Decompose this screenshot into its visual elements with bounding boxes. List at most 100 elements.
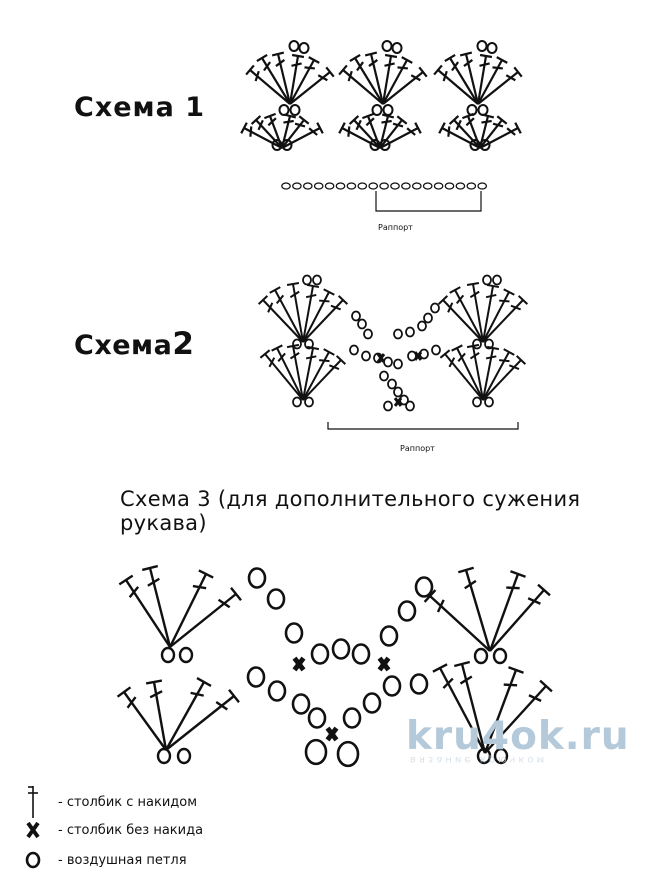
chain-loop-icon [178, 646, 194, 664]
chain-loop-icon [393, 358, 403, 370]
double-crochet-icon [433, 64, 479, 105]
chain-loop-icon [278, 104, 290, 116]
double-crochet-icon [271, 51, 292, 105]
single-crochet-icon [292, 656, 306, 672]
double-crochet-icon [281, 122, 324, 149]
chain-loop-icon [379, 370, 389, 382]
chain-loop-icon [431, 344, 441, 356]
single-crochet-icon [22, 820, 44, 840]
chain-loop-icon [304, 738, 328, 766]
chain-loop-icon [407, 350, 417, 362]
chain-loop-icon [288, 40, 300, 52]
double-crochet-icon [476, 53, 493, 105]
double-crochet-icon [482, 283, 500, 343]
chain-loop-icon [466, 182, 477, 190]
chain-loop-icon [371, 104, 383, 116]
chain-loop-icon [390, 182, 400, 190]
double-crochet-icon [281, 115, 310, 149]
double-crochet-icon [168, 569, 214, 648]
scheme-3-title: Схема 3 (для дополнительного сужения рук… [120, 487, 581, 535]
double-crochet-icon [259, 349, 304, 401]
double-crochet-icon [302, 283, 320, 343]
double-crochet-icon [250, 115, 283, 149]
chain-loop-icon [393, 386, 403, 398]
double-crochet-icon [164, 677, 212, 751]
chain-loop-icon [331, 638, 351, 660]
double-crochet-icon [302, 345, 320, 401]
chain-loop-icon [22, 850, 44, 870]
chain-loop-icon [349, 344, 359, 356]
chain-loop-icon [362, 692, 382, 714]
chain-loop-icon [281, 139, 293, 151]
chain-loop-icon [414, 576, 434, 598]
chain-loop-icon [304, 338, 314, 350]
rapport-bracket [327, 422, 519, 430]
chain-loop-icon [336, 740, 360, 768]
double-crochet-icon [269, 286, 304, 343]
chain-loop-icon [160, 646, 176, 664]
chain-loop-icon [310, 643, 330, 665]
double-crochet-icon [382, 66, 428, 105]
double-crochet-icon [451, 344, 484, 401]
chain-loop-icon [433, 182, 444, 190]
chain-loop-icon [493, 747, 509, 765]
double-crochet-icon [302, 355, 347, 401]
double-crochet-icon [256, 53, 291, 105]
scheme-1-title: Схема 1 [74, 92, 206, 123]
double-crochet-icon [449, 286, 484, 343]
chain-loop-icon [387, 378, 397, 390]
double-crochet-icon [116, 686, 167, 751]
double-crochet-icon [118, 574, 172, 648]
double-crochet-icon [240, 122, 283, 149]
double-crochet-icon [349, 53, 384, 105]
chain-loop-icon [484, 396, 494, 408]
single-crochet-icon [377, 656, 391, 672]
double-crochet-icon [482, 355, 527, 401]
double-crochet-icon [439, 349, 484, 401]
chain-loop-icon [482, 274, 492, 286]
double-crochet-icon [165, 688, 240, 751]
legend-item-chain-loop: - воздушная петля [22, 848, 187, 872]
chain-loop-icon [246, 666, 266, 688]
chain-loop-icon [292, 182, 302, 190]
double-crochet-icon [302, 288, 335, 343]
chain-loop-icon [302, 274, 312, 286]
double-crochet-icon [457, 566, 492, 652]
double-crochet-icon [489, 583, 551, 652]
single-crochet-icon [325, 726, 339, 742]
chain-loop-icon [357, 318, 367, 330]
single-crochet-icon [376, 353, 386, 363]
chain-loop-icon [382, 104, 394, 116]
chain-loop-icon [346, 182, 357, 190]
chain-loop-icon [473, 647, 489, 665]
scheme-2-title: Схема2 [74, 326, 194, 362]
chain-loop-icon [351, 643, 371, 665]
legend-text-single-crochet: - столбик без накида [58, 822, 204, 838]
chain-loop-icon [379, 139, 391, 151]
double-crochet-icon [348, 115, 381, 149]
double-crochet-icon [477, 66, 523, 105]
chain-loop-icon [291, 693, 311, 715]
double-crochet-icon [438, 122, 481, 149]
chain-loop-icon [405, 400, 415, 412]
chain-loop-icon [284, 622, 304, 644]
double-crochet-icon [444, 53, 479, 105]
chain-loop-icon [361, 350, 371, 362]
chain-loop-icon [351, 310, 361, 322]
chain-loop-icon [472, 396, 482, 408]
chain-loop-icon [417, 320, 427, 332]
watermark-logo: kru4ok.ru [406, 714, 630, 759]
legend-item-single-crochet: - столбик без накида [22, 818, 203, 842]
double-crochet-icon [482, 345, 500, 401]
chain-loop-icon [422, 182, 433, 190]
double-crochet-icon [379, 122, 422, 149]
chain-loop-icon [466, 104, 478, 116]
double-crochet-icon [488, 570, 526, 652]
scheme-2-rapport-label: Раппорт [400, 444, 435, 453]
chain-loop-icon [476, 40, 488, 52]
double-crochet-icon [479, 122, 522, 149]
chain-loop-icon [363, 328, 373, 340]
rapport-bracket [375, 191, 482, 212]
chain-loop-icon [307, 707, 327, 729]
double-crochet-icon [145, 679, 168, 751]
